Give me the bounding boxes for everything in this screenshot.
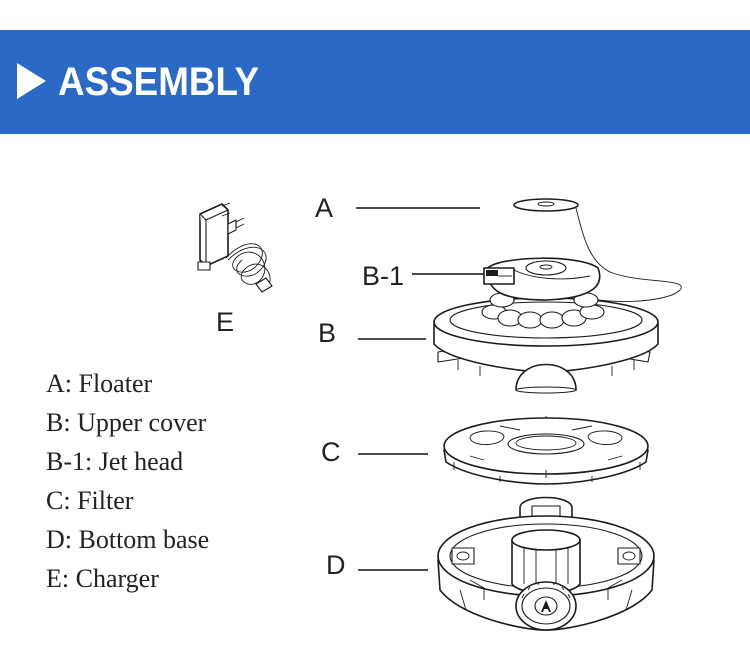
legend-item-filter: C: Filter <box>46 486 134 515</box>
bottom-base-illustration <box>437 496 655 631</box>
upper-cover-illustration <box>433 257 659 394</box>
callout-a: A <box>315 193 334 223</box>
legend-item-floater: A: Floater <box>46 369 153 398</box>
page-title: ASSEMBLY <box>58 60 260 104</box>
filter-illustration <box>443 416 649 485</box>
parts-legend: A: Floater B: Upper cover B-1: Jet head … <box>46 364 209 598</box>
callout-b1: B-1 <box>362 261 405 291</box>
legend-item-bottom-base: D: Bottom base <box>46 525 210 554</box>
header-banner: ASSEMBLY <box>0 30 750 134</box>
callout-d: D <box>326 550 346 580</box>
charger-illustration <box>197 202 273 293</box>
floater-illustration <box>513 198 682 302</box>
callout-e: E <box>216 307 235 337</box>
callout-b: B <box>318 318 337 348</box>
legend-item-jet-head: B-1: Jet head <box>46 447 184 476</box>
callout-c: C <box>321 437 341 467</box>
play-arrow-icon <box>17 63 46 99</box>
legend-item-charger: E: Charger <box>46 564 159 593</box>
legend-item-upper-cover: B: Upper cover <box>46 408 207 437</box>
